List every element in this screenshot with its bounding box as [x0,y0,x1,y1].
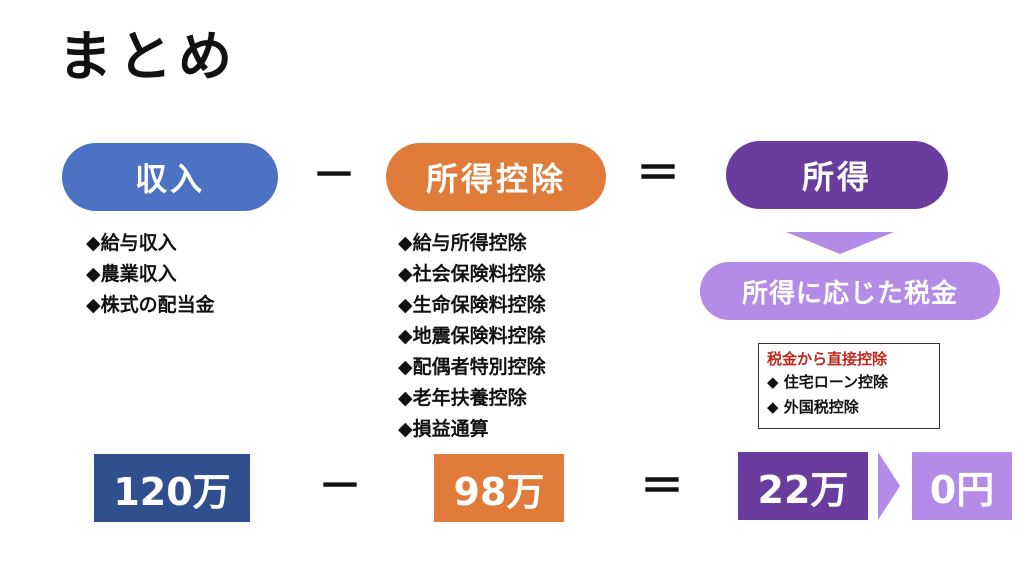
deduction-amount: 98万 [434,454,564,522]
earned-amount: 22万 [738,452,868,520]
down-arrow-icon [786,232,894,254]
list-item: ◆農業収入 [86,263,177,285]
list-item: ◆老年扶養控除 [398,387,527,409]
list-item: ◆社会保険料控除 [398,263,546,285]
minus-operator-bottom: － [318,461,362,512]
deduction-items-list: ◆給与所得控除 ◆社会保険料控除 ◆生命保険料控除 ◆地震保険料控除 ◆配偶者特… [398,228,546,445]
deduction-label: 所得控除 [386,143,606,211]
income-items-list: ◆給与収入 ◆農業収入 ◆株式の配当金 [86,228,215,321]
list-item: ◆ 外国税控除 [767,398,859,416]
list-item: ◆株式の配当金 [86,294,215,316]
list-item: ◆地震保険料控除 [398,325,546,347]
direct-deduction-box: 税金から直接控除 ◆ 住宅ローン控除 ◆ 外国税控除 [758,343,940,429]
direct-deduction-title: 税金から直接控除 [767,350,888,368]
chevron-right-icon [878,452,900,520]
list-item: ◆ 住宅ローン控除 [767,373,889,391]
list-item: ◆生命保険料控除 [398,294,546,316]
tax-label: 所得に応じた税金 [700,262,1000,320]
equals-operator-bottom: ＝ [640,461,684,512]
list-item: ◆給与収入 [86,232,177,254]
income-amount: 120万 [94,454,250,522]
equals-operator-top: ＝ [636,148,680,199]
minus-operator-top: － [312,150,356,201]
earned-label: 所得 [726,141,948,209]
direct-deduction-list: ◆ 住宅ローン控除 ◆ 外国税控除 [767,370,939,420]
page-title: まとめ [58,25,238,88]
list-item: ◆給与所得控除 [398,232,527,254]
list-item: ◆損益通算 [398,418,489,440]
list-item: ◆配偶者特別控除 [398,356,546,378]
income-label: 収入 [62,143,278,211]
tax-result-amount: 0円 [912,452,1012,520]
